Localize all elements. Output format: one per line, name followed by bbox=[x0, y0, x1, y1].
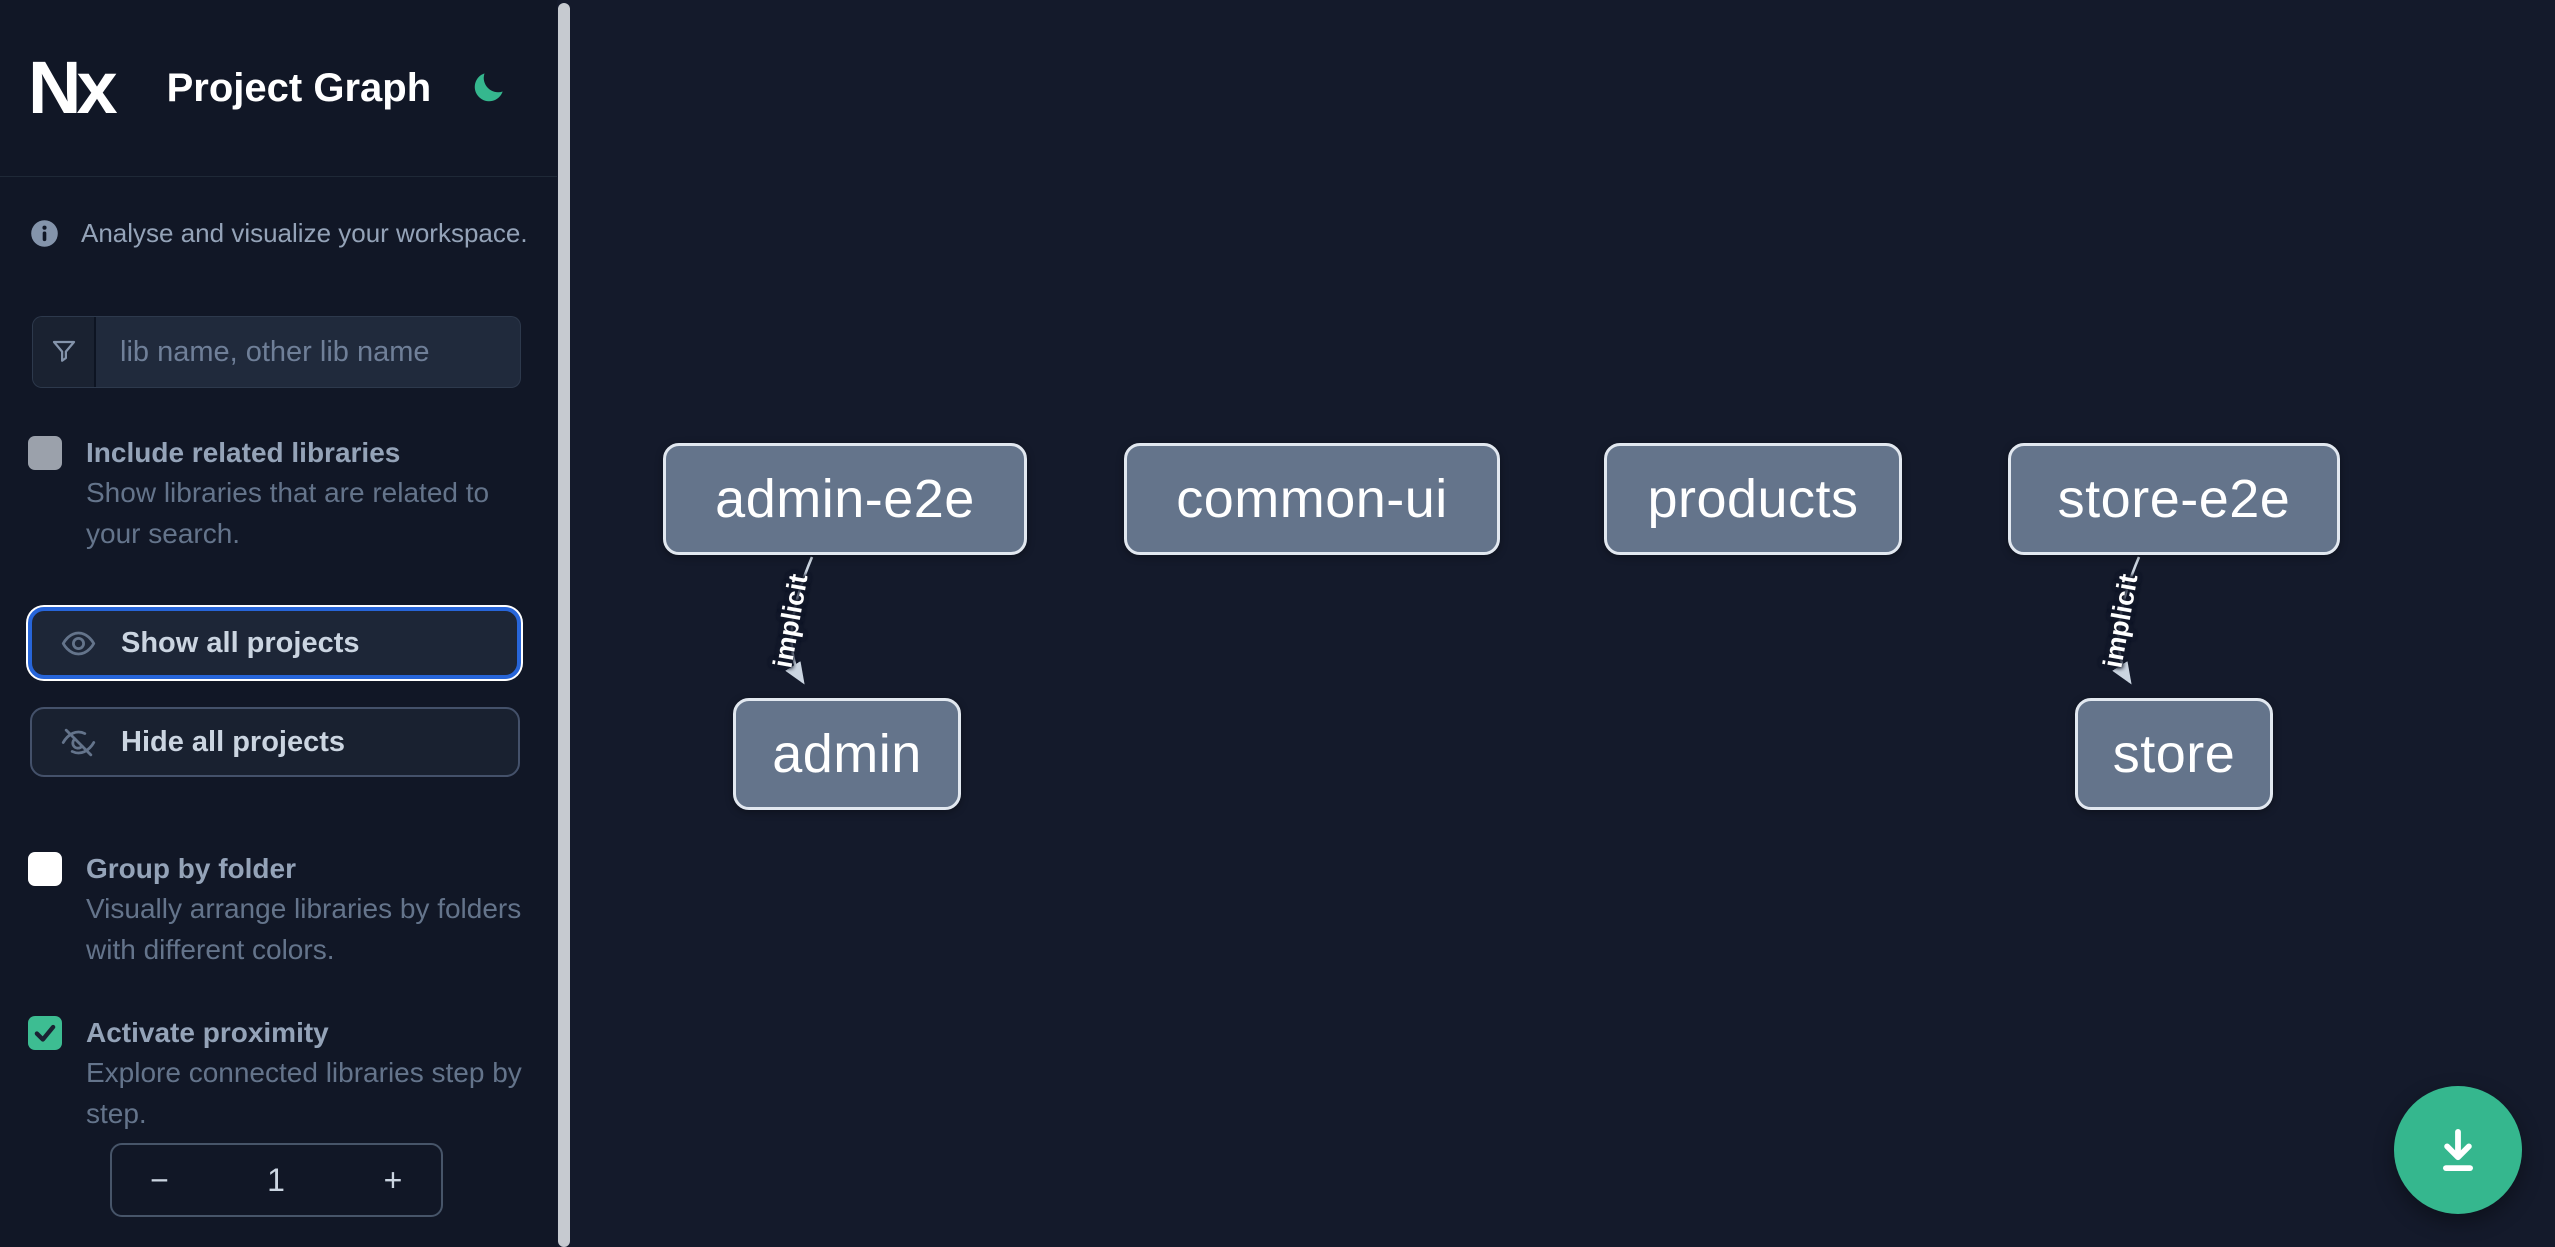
graph-node-store[interactable]: store bbox=[2075, 698, 2273, 810]
info-icon bbox=[30, 219, 59, 248]
option-group-by-folder: Group by folder Visually arrange librari… bbox=[28, 850, 528, 970]
option-description: Show libraries that are related to your … bbox=[86, 477, 490, 549]
edge-label-implicit-admin: implicit bbox=[767, 571, 814, 671]
proximity-stepper: − 1 + bbox=[110, 1143, 443, 1217]
check-icon bbox=[34, 1024, 56, 1042]
option-label: Include related libraries bbox=[86, 437, 401, 468]
graph-node-admin[interactable]: admin bbox=[733, 698, 961, 810]
group-by-folder-checkbox[interactable] bbox=[28, 852, 62, 886]
proximity-increment-button[interactable]: + bbox=[345, 1145, 441, 1215]
sidebar-header: Nx Project Graph bbox=[0, 0, 557, 177]
graph-node-common-ui[interactable]: common-ui bbox=[1124, 443, 1500, 555]
option-activate-proximity: Activate proximity Explore connected lib… bbox=[28, 1014, 528, 1134]
download-graph-button[interactable] bbox=[2394, 1086, 2522, 1214]
hide-all-projects-button[interactable]: Hide all projects bbox=[30, 707, 520, 777]
filter-icon-cell bbox=[33, 317, 96, 387]
option-label: Group by folder bbox=[86, 853, 296, 884]
show-all-projects-button[interactable]: Show all projects bbox=[28, 607, 521, 679]
activate-proximity-checkbox[interactable] bbox=[28, 1016, 62, 1050]
sidebar-resize-scrollbar[interactable] bbox=[558, 3, 570, 1247]
theme-toggle-button[interactable] bbox=[466, 66, 510, 110]
option-description: Visually arrange libraries by folders wi… bbox=[86, 893, 522, 965]
include-related-libraries-checkbox[interactable] bbox=[28, 436, 62, 470]
sidebar: Nx Project Graph Analyse and visualize y… bbox=[0, 0, 557, 1247]
download-icon bbox=[2429, 1121, 2487, 1179]
tagline-text: Analyse and visualize your workspace. bbox=[81, 218, 528, 248]
eye-icon bbox=[60, 625, 97, 662]
hide-all-projects-label: Hide all projects bbox=[121, 725, 346, 758]
option-label: Activate proximity bbox=[86, 1017, 329, 1048]
page-title: Project Graph bbox=[166, 65, 432, 110]
nx-logo: Nx bbox=[28, 46, 118, 129]
graph-node-admin-e2e[interactable]: admin-e2e bbox=[663, 443, 1027, 555]
proximity-value: 1 bbox=[267, 1161, 285, 1198]
eye-off-icon bbox=[60, 724, 97, 761]
proximity-decrement-button[interactable]: − bbox=[112, 1145, 207, 1215]
edge-label-implicit-store: implicit bbox=[2097, 571, 2144, 671]
option-include-related-libraries: Include related libraries Show libraries… bbox=[28, 434, 528, 554]
search-box bbox=[32, 316, 521, 388]
tagline-row: Analyse and visualize your workspace. bbox=[30, 218, 530, 249]
graph-node-products[interactable]: products bbox=[1604, 443, 1902, 555]
search-input[interactable] bbox=[96, 317, 520, 387]
show-all-projects-label: Show all projects bbox=[121, 626, 360, 659]
moon-icon bbox=[468, 68, 508, 108]
option-description: Explore connected libraries step by step… bbox=[86, 1057, 522, 1129]
graph-node-store-e2e[interactable]: store-e2e bbox=[2008, 443, 2340, 555]
filter-icon bbox=[49, 337, 79, 367]
